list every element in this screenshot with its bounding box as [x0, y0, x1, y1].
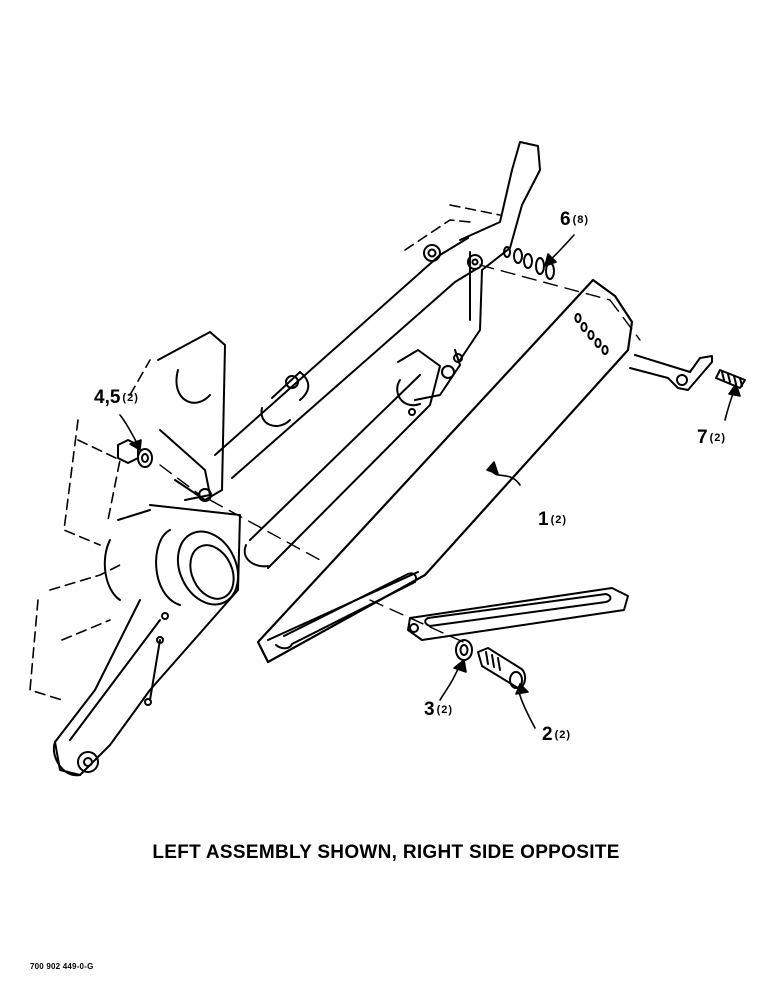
- lift-arm: [52, 504, 241, 777]
- upper-cylinder: [214, 237, 479, 479]
- pivot-hub: [103, 509, 240, 606]
- callout-part-2-number: 2: [542, 724, 553, 745]
- alignment-lines: [159, 264, 641, 646]
- machine-frame-outline: [29, 204, 501, 701]
- callout-part-4-5-qty: (2): [122, 392, 139, 404]
- lower-cylinder: [243, 349, 463, 569]
- callout-part-7: 7(2): [697, 428, 726, 447]
- diagram-caption: LEFT ASSEMBLY SHOWN, RIGHT SIDE OPPOSITE: [152, 842, 620, 863]
- callout-part-1-number: 1: [538, 509, 549, 530]
- callout-part-3-number: 3: [424, 699, 435, 720]
- callout-part-2: 2(2): [542, 725, 571, 744]
- drawing-number: 700 902 449-0-G: [30, 962, 94, 971]
- callout-part-3: 3(2): [424, 700, 453, 719]
- callout-part-1-qty: (2): [550, 514, 568, 526]
- callout-part-6-number: 6: [560, 209, 571, 230]
- pivot-bolt-and-washer[interactable]: [455, 639, 526, 689]
- nut-and-washer[interactable]: [117, 439, 153, 468]
- callout-part-7-number: 7: [697, 427, 708, 448]
- callout-part-3-qty: (2): [436, 704, 454, 716]
- callout-part-2-qty: (2): [554, 729, 572, 741]
- bell-crank: [459, 141, 541, 361]
- callout-part-4-5-number: 4,5: [94, 387, 121, 408]
- callout-part-6: 6(8): [560, 210, 589, 229]
- pin-and-link[interactable]: [629, 354, 746, 391]
- callout-part-7-qty: (2): [709, 432, 727, 444]
- slotted-strap[interactable]: [407, 587, 629, 641]
- callout-part-1: 1(2): [538, 510, 567, 529]
- main-bracket[interactable]: [256, 278, 634, 664]
- leader-arrows: [119, 234, 741, 729]
- frame-plate: [157, 331, 226, 502]
- callout-part-6-qty: (8): [572, 214, 590, 226]
- callout-part-4-5: 4,5(2): [94, 388, 139, 407]
